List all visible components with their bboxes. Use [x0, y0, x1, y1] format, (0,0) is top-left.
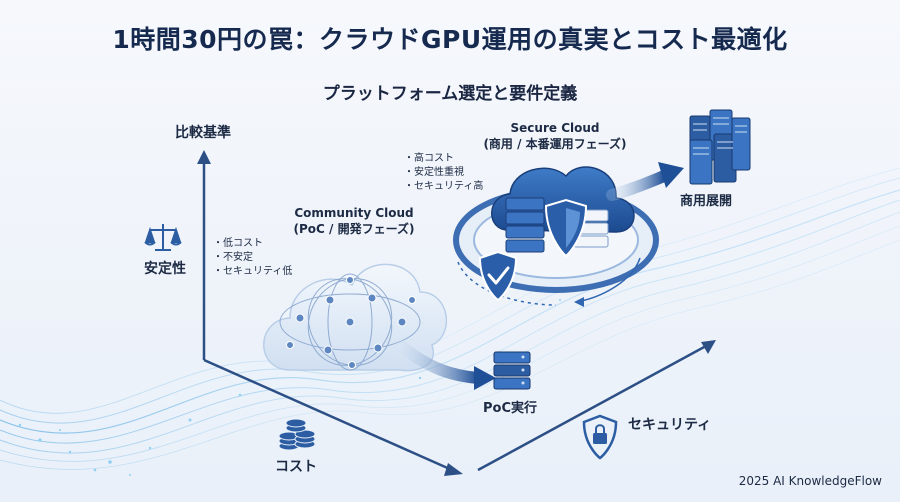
- shield-lock-icon: [582, 414, 618, 460]
- poc-server-icon: [493, 351, 531, 390]
- secure-cloud-label: Secure Cloud (商用 / 本番運用フェーズ): [470, 120, 640, 152]
- scales-icon: [144, 224, 182, 251]
- list-item: セキュリティ高: [404, 180, 483, 194]
- footer-credit: 2025 AI KnowledgeFlow: [738, 474, 882, 488]
- vertical-axis-label: 比較基準: [175, 125, 231, 141]
- list-item: 安定性重視: [404, 166, 483, 180]
- community-cloud-name: Community Cloud: [294, 206, 414, 220]
- production-arrow: [606, 162, 684, 201]
- poc-step-label: PoC実行: [483, 401, 537, 416]
- secure-cloud-name: Secure Cloud: [510, 121, 600, 135]
- community-cloud-features: 低コスト 不安定 セキュリティ低: [213, 237, 292, 279]
- cost-axis: [203, 358, 463, 476]
- secure-cloud-features: 高コスト 安定性重視 セキュリティ高: [404, 152, 483, 194]
- production-step-label: 商用展開: [680, 194, 733, 209]
- vertical-axis: [197, 150, 211, 360]
- poc-arrow: [394, 339, 496, 390]
- security-axis: [477, 340, 716, 472]
- page-subtitle: プラットフォーム選定と要件定義: [322, 84, 578, 104]
- page-title: 1時間30円の罠：クラウドGPU運用の真実とコスト最適化: [112, 25, 788, 54]
- community-cloud-phase: (PoC / 開発フェーズ): [293, 222, 415, 236]
- cost-label: コスト: [275, 459, 317, 475]
- community-cloud-label: Community Cloud (PoC / 開発フェーズ): [278, 205, 430, 237]
- list-item: 低コスト: [213, 237, 292, 251]
- stability-label: 安定性: [144, 261, 186, 277]
- secure-cloud-phase: (商用 / 本番運用フェーズ): [483, 137, 627, 151]
- coins-icon: [278, 418, 316, 451]
- list-item: 高コスト: [404, 152, 483, 166]
- list-item: セキュリティ低: [213, 265, 292, 279]
- wave-sparkles: [18, 299, 561, 476]
- list-item: 不安定: [213, 251, 292, 265]
- wave-band: [0, 167, 900, 470]
- production-servers-icon: [689, 109, 751, 185]
- security-label: セキュリティ: [628, 417, 712, 433]
- shield-check-icon: [478, 250, 518, 302]
